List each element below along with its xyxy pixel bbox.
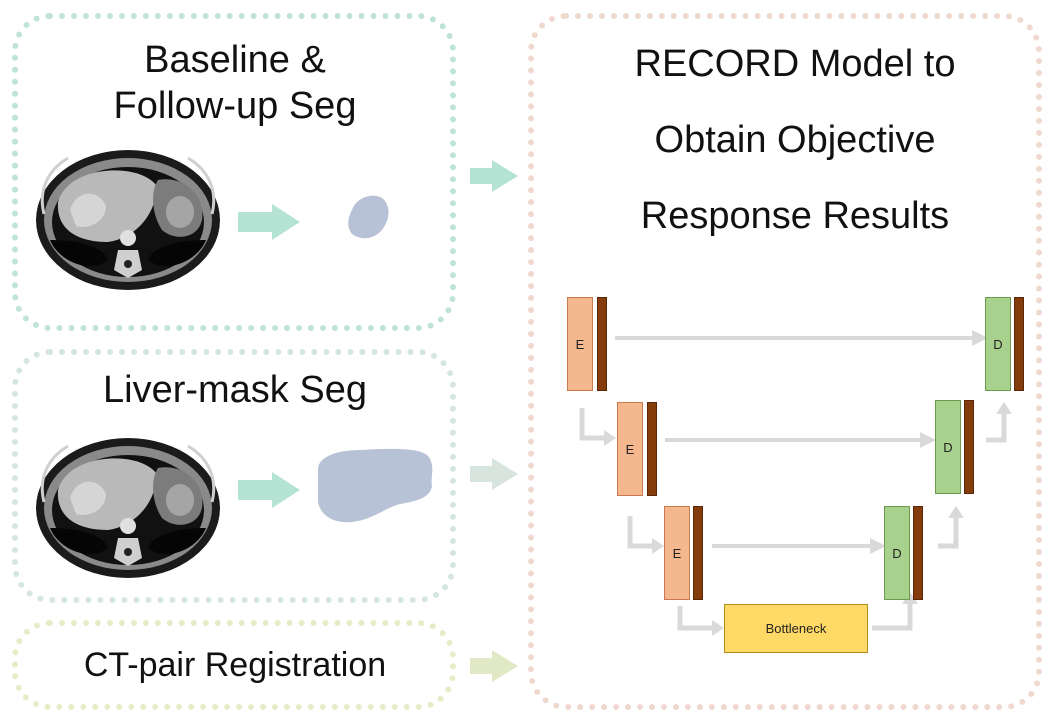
encoder-block-2: E <box>617 402 643 496</box>
segmentation-panel <box>12 13 456 331</box>
conv-bar <box>647 402 657 496</box>
conv-bar <box>597 297 607 391</box>
bottleneck-label: Bottleneck <box>765 621 827 636</box>
decoder-block-2: D <box>935 400 961 494</box>
down-path-arrows <box>579 408 1007 631</box>
liver-mask-title: Liver-mask Seg <box>103 369 367 411</box>
liver-mask-panel <box>12 349 456 603</box>
model-title-line2: Obtain Objective <box>654 119 936 161</box>
segmentation-title: Baseline & Follow-up Seg <box>40 38 430 129</box>
conv-bar <box>1014 297 1024 391</box>
encoder-label: E <box>575 336 585 352</box>
conv-bar <box>693 506 703 600</box>
encoder-label: E <box>672 545 682 561</box>
bottleneck-block: Bottleneck <box>724 604 868 653</box>
arrow-right-icon <box>238 204 300 240</box>
decoder-label: D <box>993 336 1003 352</box>
decoder-block-3: D <box>884 506 910 600</box>
skip-connections <box>615 330 988 554</box>
arrow-right-icon <box>470 650 518 682</box>
segmentation-title-line1: Baseline & <box>144 39 326 81</box>
decoder-label: D <box>943 439 953 455</box>
encoder-label: E <box>625 441 635 457</box>
decoder-block-1: D <box>985 297 1011 391</box>
encoder-block-3: E <box>664 506 690 600</box>
decoder-label: D <box>892 545 902 561</box>
liver-mask-icon <box>318 448 433 523</box>
arrow-right-icon <box>470 458 518 490</box>
encoder-block-1: E <box>567 297 593 391</box>
ct-scan-image-1 <box>34 148 222 292</box>
tumor-mask-icon <box>348 195 389 239</box>
ct-scan-image-2 <box>34 436 222 580</box>
model-panel <box>528 13 1042 710</box>
conv-bar <box>964 400 974 494</box>
path-arrowheads <box>604 402 1012 636</box>
model-title-line3: Response Results <box>640 195 950 237</box>
model-title-line1: RECORD Model to <box>634 43 956 85</box>
conv-bar <box>913 506 923 600</box>
registration-title: CT-pair Registration <box>83 646 387 684</box>
registration-panel <box>12 620 456 710</box>
segmentation-title-line2: Follow-up Seg <box>113 84 357 127</box>
arrow-right-icon <box>238 472 300 508</box>
arrow-right-icon <box>470 160 518 192</box>
